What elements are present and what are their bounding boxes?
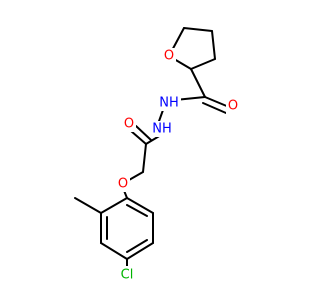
bond <box>126 204 148 217</box>
bond <box>190 68 206 98</box>
bond <box>211 30 216 60</box>
bond <box>126 242 154 260</box>
chlorine-label: Cl <box>121 268 134 283</box>
bond <box>126 239 148 253</box>
bond <box>128 171 144 181</box>
bond <box>204 96 230 108</box>
hydrazide-nh-label: NH <box>152 122 172 137</box>
molecule-structure-canvas: O O NH NH O O Cl <box>74 27 240 284</box>
bond <box>142 143 147 173</box>
bond-layer <box>74 27 230 269</box>
ether-oxygen-label: O <box>118 177 128 192</box>
bond <box>74 197 102 214</box>
bond <box>183 27 213 32</box>
bond <box>130 130 147 145</box>
bond <box>190 58 216 70</box>
molecule-structure-drawing: O O NH NH O O Cl <box>74 27 240 284</box>
ring-oxygen-label: O <box>164 49 174 64</box>
bond <box>100 242 128 260</box>
bond <box>135 125 152 141</box>
bond <box>100 197 128 214</box>
hydrazide-nh-label: NH <box>159 96 179 111</box>
amide-oxygen-label: O <box>228 99 238 114</box>
bond <box>202 102 227 114</box>
atom-label-layer: O O NH NH O O Cl <box>116 48 240 284</box>
carbonyl-oxygen-label: O <box>124 117 134 132</box>
bond <box>126 197 154 214</box>
